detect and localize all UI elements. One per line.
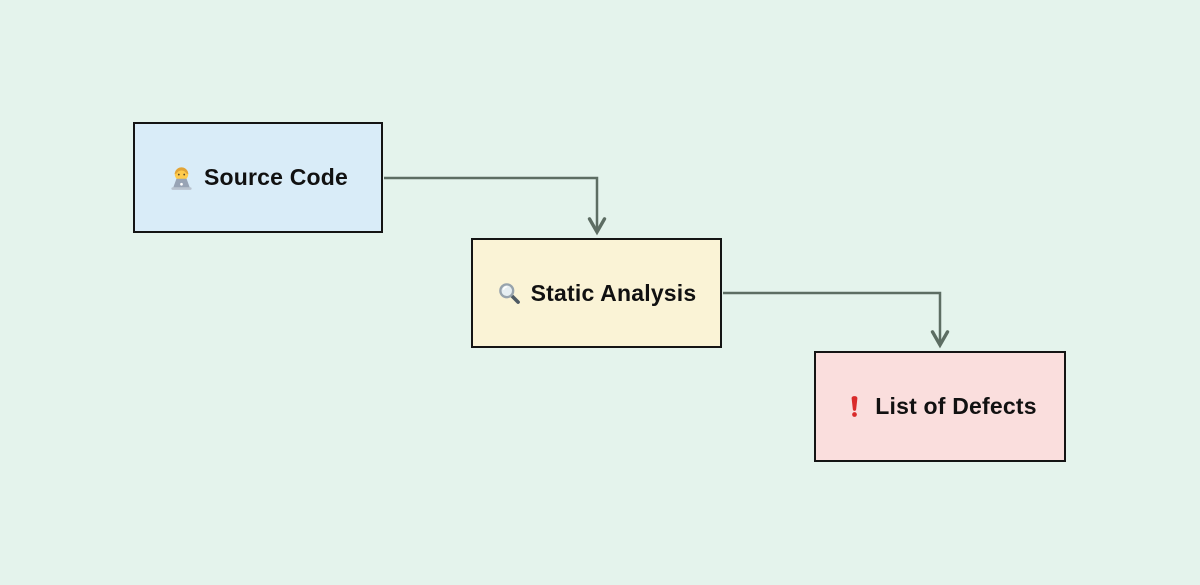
node-label-list-of-defects: List of Defects bbox=[875, 393, 1037, 419]
technologist-icon bbox=[168, 164, 195, 191]
node-label-source-code: Source Code bbox=[203, 164, 349, 190]
magnifying-glass-icon bbox=[497, 281, 522, 306]
node-list-of-defects[interactable]: List of Defects bbox=[814, 351, 1066, 462]
node-static-analysis[interactable]: Static Analysis bbox=[471, 238, 722, 348]
edge-analysis-to-defects bbox=[723, 291, 950, 349]
red-exclamation-icon bbox=[843, 391, 866, 422]
node-label-static-analysis: Static Analysis bbox=[530, 279, 697, 306]
edge-source-to-analysis bbox=[384, 176, 607, 236]
node-source-code[interactable]: Source Code bbox=[133, 122, 383, 233]
